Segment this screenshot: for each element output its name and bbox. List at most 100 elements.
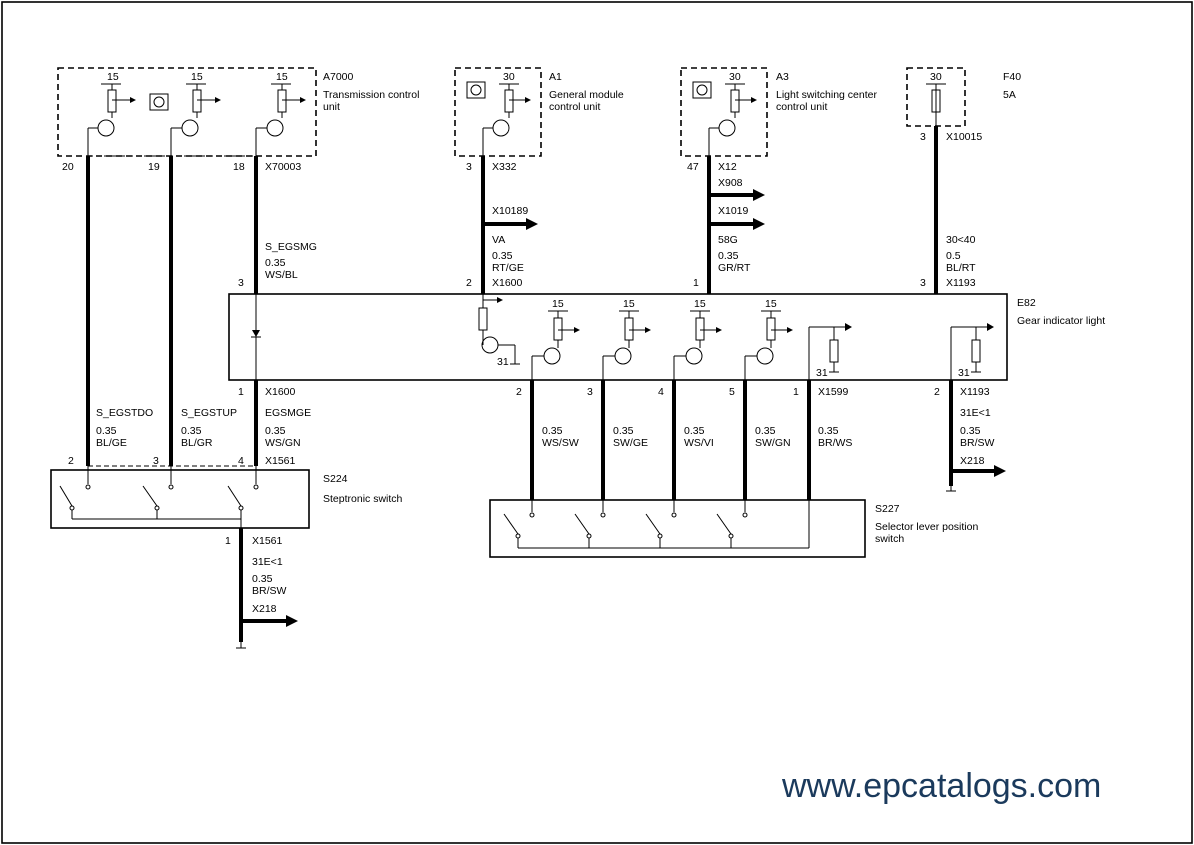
a7000-fuse-3: 15 bbox=[276, 71, 288, 83]
component-s224 bbox=[50, 465, 310, 529]
egstdo-color: BL/GE bbox=[96, 437, 127, 449]
egstup-signal: S_EGSTUP bbox=[181, 407, 237, 419]
f40-id: F40 bbox=[1003, 71, 1021, 83]
va-pin: 2 bbox=[466, 277, 472, 289]
egsmg-connector-bottom: X1600 bbox=[265, 386, 296, 398]
k30-signal: 30<40 bbox=[946, 234, 976, 246]
egstup-color: BL/GR bbox=[181, 437, 213, 449]
ground-e82-splice: X218 bbox=[960, 455, 985, 467]
s227-wire-1-color: WS/SW bbox=[542, 437, 579, 449]
s227-wire-5-pin: 1 bbox=[793, 386, 799, 398]
egsmg-color: WS/BL bbox=[265, 269, 298, 281]
a7000-connector: X70003 bbox=[265, 161, 301, 173]
egstdo-pin: 2 bbox=[68, 455, 74, 467]
va-splice: X10189 bbox=[492, 205, 528, 217]
f40-connector: X10015 bbox=[946, 131, 982, 143]
g58-splice-1: X908 bbox=[718, 177, 743, 189]
g58-signal: 58G bbox=[718, 234, 738, 246]
ground-s224-connector: X1561 bbox=[252, 535, 283, 547]
va-signal: VA bbox=[492, 234, 505, 246]
egsmge-color: WS/GN bbox=[265, 437, 301, 449]
s227-wire-4-color: SW/GN bbox=[755, 437, 791, 449]
egsmge-connector: X1561 bbox=[265, 455, 296, 467]
g58-color: GR/RT bbox=[718, 262, 751, 274]
s224-id: S224 bbox=[323, 473, 348, 485]
a7000-fuse-2: 15 bbox=[191, 71, 203, 83]
egsmge-size: 0.35 bbox=[265, 425, 286, 437]
a3-fuse: 30 bbox=[729, 71, 741, 83]
ground-e82-pin: 2 bbox=[934, 386, 940, 398]
component-s227 bbox=[489, 499, 866, 558]
a7000-name-line1: Transmission control bbox=[323, 89, 419, 101]
egstdo-signal: S_EGSTDO bbox=[96, 407, 153, 419]
s224-name: Steptronic switch bbox=[323, 493, 403, 505]
e82-ground-mid: 31 bbox=[816, 367, 828, 379]
a1-name-line2: control unit bbox=[549, 101, 600, 113]
k30-color: BL/RT bbox=[946, 262, 976, 274]
s227-wire-1-pin: 2 bbox=[516, 386, 522, 398]
egstup-size: 0.35 bbox=[181, 425, 202, 437]
k30-connector: X1193 bbox=[946, 277, 976, 289]
a7000-fuse-1: 15 bbox=[107, 71, 119, 83]
s227-wire-5-size: 0.35 bbox=[818, 425, 839, 437]
ground-e82-signal: 31E<1 bbox=[960, 407, 991, 419]
s227-wire-1-size: 0.35 bbox=[542, 425, 563, 437]
component-a1: 30 bbox=[454, 67, 542, 157]
g58-pin: 1 bbox=[693, 277, 699, 289]
va-connector: X1600 bbox=[492, 277, 523, 289]
va-color: RT/GE bbox=[492, 262, 524, 274]
s227-id: S227 bbox=[875, 503, 900, 515]
ecu-icon-a1 bbox=[466, 81, 486, 99]
ground-s224-size: 0.35 bbox=[252, 573, 273, 585]
s227-name-line2: switch bbox=[875, 533, 904, 545]
s227-wire-5-color: BR/WS bbox=[818, 437, 852, 449]
f40-fuse: 30 bbox=[930, 71, 942, 83]
ground-e82-size: 0.35 bbox=[960, 425, 981, 437]
s227-wire-2-size: 0.35 bbox=[613, 425, 634, 437]
va-size: 0.35 bbox=[492, 250, 513, 262]
e82-fuse-4: 15 bbox=[765, 298, 777, 310]
a7000-pin-3: 18 bbox=[233, 161, 245, 173]
component-a7000: A7000 Transmission control unit 15 15 15 bbox=[57, 67, 419, 157]
s227-wire-4-size: 0.35 bbox=[755, 425, 776, 437]
egstdo-size: 0.35 bbox=[96, 425, 117, 437]
s227-wire-2-pin: 3 bbox=[587, 386, 593, 398]
e82-id: E82 bbox=[1017, 297, 1036, 309]
s227-wire-3-color: WS/VI bbox=[684, 437, 714, 449]
egsmge-signal: EGSMGE bbox=[265, 407, 311, 419]
ground-s224-color: BR/SW bbox=[252, 585, 287, 597]
ground-e82-color: BR/SW bbox=[960, 437, 995, 449]
ground-s224-pin: 1 bbox=[225, 535, 231, 547]
ecu-icon bbox=[149, 93, 169, 111]
a3-pin: 47 bbox=[687, 161, 699, 173]
ground-s224-splice: X218 bbox=[252, 603, 277, 615]
egsmge-pin: 4 bbox=[238, 455, 244, 467]
a7000-pin-2: 19 bbox=[148, 161, 160, 173]
a1-id: A1 bbox=[549, 71, 562, 83]
a3-name-line2: control unit bbox=[776, 101, 827, 113]
ground-e82-connector: X1193 bbox=[960, 386, 990, 398]
ecu-icon-a3 bbox=[692, 81, 712, 99]
component-e82: 31 15 15 15 15 bbox=[228, 293, 1008, 381]
a3-id: A3 bbox=[776, 71, 789, 83]
a1-pin: 3 bbox=[466, 161, 472, 173]
k30-size: 0.5 bbox=[946, 250, 961, 262]
a1-connector: X332 bbox=[492, 161, 517, 173]
a1-fuse: 30 bbox=[503, 71, 515, 83]
s227-wire-3-size: 0.35 bbox=[684, 425, 705, 437]
component-a3: 30 bbox=[680, 67, 768, 157]
s227-wire-2-color: SW/GE bbox=[613, 437, 648, 449]
g58-size: 0.35 bbox=[718, 250, 739, 262]
e82-name: Gear indicator light bbox=[1017, 315, 1105, 327]
g58-splice-2: X1019 bbox=[718, 205, 749, 217]
component-f40: 30 bbox=[906, 67, 966, 127]
a1-name-line1: General module bbox=[549, 89, 624, 101]
e82-ground-right: 31 bbox=[958, 367, 970, 379]
f40-pin: 3 bbox=[920, 131, 926, 143]
e82-ground-left: 31 bbox=[497, 356, 509, 368]
s227-wire-3-pin: 4 bbox=[658, 386, 664, 398]
e82-fuse-3: 15 bbox=[694, 298, 706, 310]
s227-name-line1: Selector lever position bbox=[875, 521, 978, 533]
